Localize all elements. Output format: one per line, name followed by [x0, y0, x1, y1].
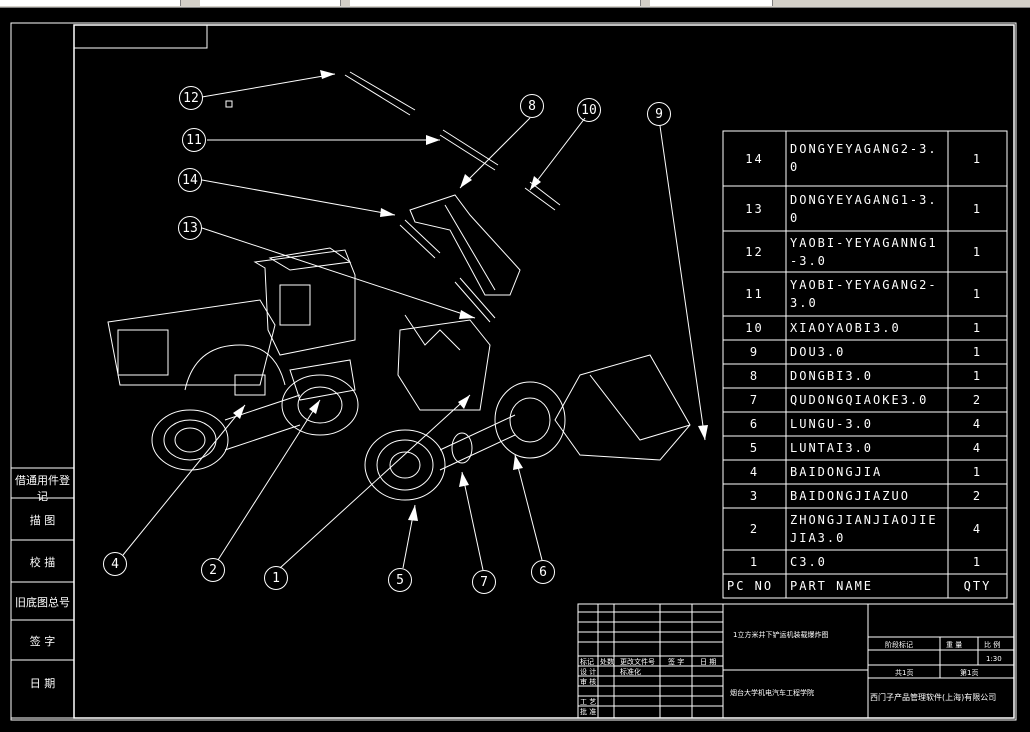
side-label: 签 字 — [29, 635, 56, 648]
balloon-6: 6 — [531, 560, 555, 584]
row-qty: 1 — [972, 345, 983, 359]
row-no: 3 — [749, 489, 760, 503]
school-name: 烟台大学机电汽车工程学院 — [730, 689, 814, 697]
row-no: 5 — [749, 441, 760, 455]
row-qty: 1 — [972, 555, 983, 569]
header-qty: QTY — [963, 579, 992, 593]
drawing-title: 1立方米井下铲运机装载爆炸图 — [733, 631, 829, 639]
balloon-4: 4 — [103, 552, 127, 576]
row-qty: 1 — [972, 465, 983, 479]
toolbar-field[interactable] — [350, 0, 641, 6]
toolbar-field[interactable] — [0, 0, 181, 6]
row-no: 12 — [745, 245, 764, 259]
row-no: 11 — [745, 287, 764, 301]
row-qty: 4 — [972, 441, 983, 455]
header-part-name: PART NAME — [790, 579, 874, 593]
row-name: DONGYEYAGANG1-3.0 — [790, 193, 938, 225]
row-no: 6 — [749, 417, 760, 431]
inner-border — [73, 24, 1015, 719]
row-name: QUDONGQIAOKE3.0 — [790, 393, 929, 407]
role-label: 批 准 — [580, 708, 597, 716]
row-no: 7 — [749, 393, 760, 407]
rev-header: 标记 — [580, 658, 594, 666]
scale-value: 1:30 — [986, 655, 1002, 663]
outer-border — [10, 22, 1017, 721]
side-label: 日 期 — [29, 677, 56, 690]
balloon-11: 11 — [182, 128, 206, 152]
rev-header: 日 期 — [700, 658, 717, 666]
side-column — [10, 467, 75, 719]
weight-label: 重 量 — [946, 641, 963, 649]
row-name: XIAOYAOBI3.0 — [790, 321, 901, 335]
standardization-label: 标准化 — [620, 668, 641, 676]
row-no: 10 — [745, 321, 764, 335]
balloon-14: 14 — [178, 168, 202, 192]
row-no: 2 — [749, 522, 760, 536]
rev-header: 处数 — [600, 658, 614, 666]
title-block-grid — [577, 603, 1015, 719]
row-name: LUNTAI3.0 — [790, 441, 874, 455]
row-qty: 1 — [972, 321, 983, 335]
sheets-total: 共1页 — [895, 669, 914, 677]
row-name: LUNGU-3.0 — [790, 417, 874, 431]
rev-header: 更改文件号 — [620, 658, 655, 666]
row-name: DOU3.0 — [790, 345, 846, 359]
row-qty: 1 — [972, 202, 983, 216]
stage-mark-label: 阶段标记 — [885, 641, 913, 649]
toolbar-field[interactable] — [200, 0, 341, 6]
window-toolbar-strip — [0, 0, 1030, 8]
row-qty: 2 — [972, 393, 983, 407]
row-name: C3.0 — [790, 555, 827, 569]
header-pc-no: PC NO — [727, 579, 774, 593]
parts-table-grid — [722, 130, 1008, 599]
role-label: 设 计 — [580, 668, 597, 676]
balloon-7: 7 — [472, 570, 496, 594]
balloon-12: 12 — [179, 86, 203, 110]
sheet-number: 第1页 — [960, 669, 979, 677]
row-no: 14 — [745, 152, 764, 166]
rev-header: 签 字 — [668, 658, 685, 666]
row-name: DONGYEYAGANG2-3.0 — [790, 142, 938, 174]
toolbar-field[interactable] — [650, 0, 773, 6]
row-name: BAIDONGJIAZUO — [790, 489, 910, 503]
side-label: 校 描 — [29, 556, 56, 569]
row-qty: 1 — [972, 369, 983, 383]
row-qty: 2 — [972, 489, 983, 503]
small-marker — [225, 100, 233, 108]
row-no: 1 — [749, 555, 760, 569]
balloon-9: 9 — [647, 102, 671, 126]
balloon-8: 8 — [520, 94, 544, 118]
row-name: ZHONGJIANJIAOJIEJIA3.0 — [790, 513, 938, 545]
balloon-2: 2 — [201, 558, 225, 582]
balloon-5: 5 — [388, 568, 412, 592]
leader-lines — [122, 73, 706, 571]
row-no: 13 — [745, 202, 764, 216]
role-label: 审 核 — [580, 678, 597, 686]
row-name: BAIDONGJIA — [790, 465, 883, 479]
side-label: 借通用件登记 — [15, 474, 70, 503]
row-qty: 1 — [972, 287, 983, 301]
row-no: 4 — [749, 465, 760, 479]
row-qty: 4 — [972, 417, 983, 431]
row-name: DONGBI3.0 — [790, 369, 874, 383]
row-name: YAOBI-YEYAGANNG1-3.0 — [790, 236, 938, 268]
balloon-10: 10 — [577, 98, 601, 122]
company-name: 西门子产品管理软件(上海)有限公司 — [870, 693, 997, 702]
row-qty: 1 — [972, 152, 983, 166]
role-label: 工 艺 — [580, 698, 597, 706]
scale-label: 比 例 — [984, 641, 1001, 649]
balloon-13: 13 — [178, 216, 202, 240]
corner-title-box — [73, 24, 208, 49]
leader-arrowheads — [233, 70, 708, 521]
row-no: 9 — [749, 345, 760, 359]
balloon-1: 1 — [264, 566, 288, 590]
side-label: 描 图 — [29, 514, 56, 527]
row-qty: 4 — [972, 522, 983, 536]
row-qty: 1 — [972, 245, 983, 259]
row-no: 8 — [749, 369, 760, 383]
side-label: 旧底图总号 — [15, 596, 70, 609]
row-name: YAOBI-YEYAGANG2-3.0 — [790, 278, 938, 310]
